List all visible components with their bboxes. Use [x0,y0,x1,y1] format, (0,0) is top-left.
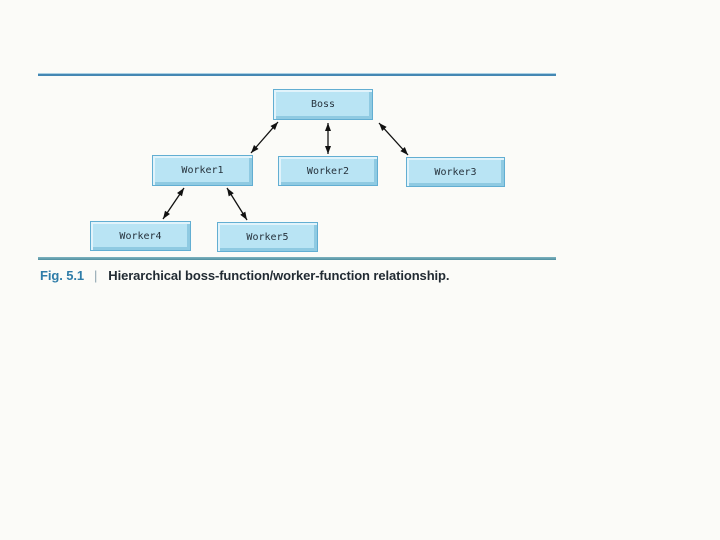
arrowhead-icon [379,123,387,131]
arrowhead-icon [270,122,278,131]
arrowhead-icon [325,146,331,154]
arrowhead-icon [177,188,184,197]
figure-number: Fig. 5.1 [40,268,84,283]
node-boss: Boss [273,89,373,120]
edge-boss-worker1 [250,121,279,154]
arrowhead-icon [400,147,408,155]
edge-boss-worker2 [325,123,331,154]
node-worker4: Worker4 [90,221,191,251]
node-label-worker1: Worker1 [181,165,224,176]
node-label-worker2: Worker2 [306,165,350,177]
figure-separator: | [94,268,98,283]
top-rule [38,73,556,76]
node-label-worker5: Worker5 [246,231,289,243]
bottom-rule [38,257,556,260]
arrowhead-icon [251,144,259,153]
node-worker2: Worker2 [278,156,378,186]
arrowhead-icon [227,188,234,197]
edge-worker1-worker4 [162,187,185,220]
node-worker5: Worker5 [217,222,318,252]
figure-caption: Fig. 5.1 | Hierarchical boss-function/wo… [40,268,450,283]
edge-boss-worker3 [378,122,409,156]
node-label-boss: Boss [310,99,336,110]
arrowhead-icon [163,210,170,219]
node-worker1: Worker1 [152,155,253,186]
node-worker3: Worker3 [406,157,505,187]
arrowhead-icon [325,123,331,131]
node-label-worker3: Worker3 [434,166,477,178]
figure-caption-text: Hierarchical boss-function/worker-functi… [108,268,450,283]
arrowhead-icon [240,211,247,220]
edge-worker1-worker5 [226,187,248,221]
node-label-worker4: Worker4 [119,230,162,242]
